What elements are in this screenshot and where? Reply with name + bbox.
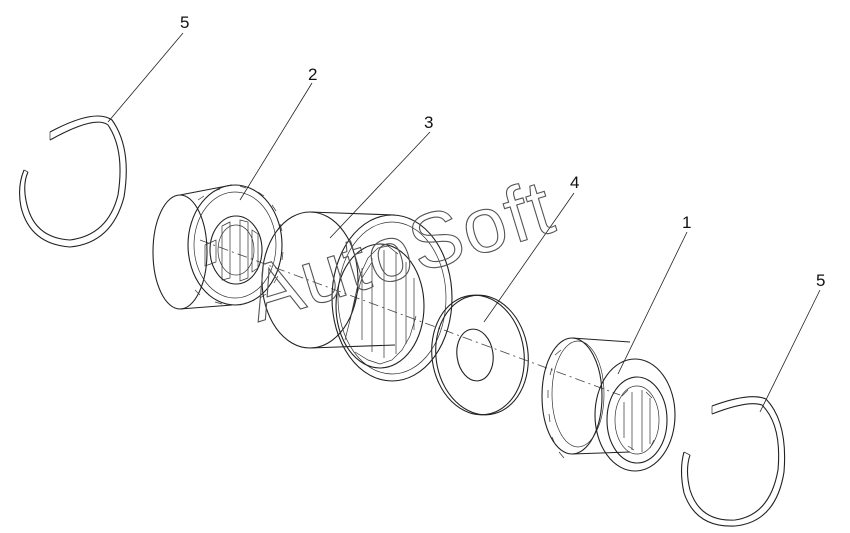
washer-part-4 [431, 294, 529, 416]
callout-4: 4 [570, 173, 579, 192]
leader-lines [107, 32, 821, 413]
gear-coupling-part-2 [152, 184, 284, 310]
center-axis-line [199, 239, 621, 396]
callout-5-right: 5 [816, 271, 825, 290]
callout-5-left: 5 [180, 13, 189, 32]
gear-hub-part-1 [541, 337, 676, 472]
internal-spline-sleeve-part-3 [261, 211, 453, 382]
snap-ring-right [680, 396, 786, 527]
watermark-text: AutoSoft [237, 162, 564, 338]
callout-3: 3 [424, 113, 433, 132]
snap-ring-left [18, 115, 127, 248]
callout-1: 1 [682, 213, 691, 232]
callout-2: 2 [308, 65, 317, 84]
